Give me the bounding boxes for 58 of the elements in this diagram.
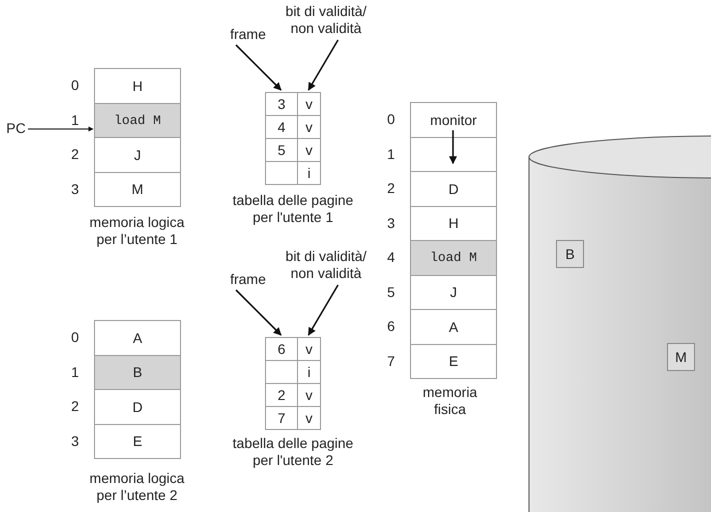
row-number: 7 bbox=[386, 352, 396, 369]
arrow bbox=[28, 126, 94, 132]
memory-cell: load M bbox=[94, 102, 181, 138]
page-table-cell: v bbox=[297, 92, 321, 116]
arrow bbox=[235, 44, 282, 91]
page-table-cell: 3 bbox=[265, 92, 298, 116]
table-caption: tabella delle pagine per l'utente 1 bbox=[232, 192, 354, 226]
memory-cell: M bbox=[94, 172, 181, 207]
row-number: 6 bbox=[386, 318, 396, 334]
row-number: 0 bbox=[70, 77, 80, 94]
memory-cell: H bbox=[94, 68, 181, 104]
memory-cell: J bbox=[94, 137, 181, 172]
page-table-cell: H bbox=[410, 206, 497, 241]
page-table-cell bbox=[265, 161, 298, 185]
row-number: 2 bbox=[70, 398, 80, 414]
row-number: 1 bbox=[70, 112, 80, 128]
page-block: M bbox=[667, 343, 695, 371]
row-number: 3 bbox=[386, 214, 396, 231]
row-number: 3 bbox=[70, 180, 80, 197]
table-caption: memoria fisica bbox=[422, 384, 478, 418]
text-label: frame bbox=[226, 25, 270, 43]
row-number: 2 bbox=[70, 146, 80, 162]
memory-cell: B bbox=[94, 354, 181, 390]
page-table-cell: D bbox=[410, 171, 497, 206]
page-block: B bbox=[556, 240, 584, 268]
arrow bbox=[235, 289, 282, 336]
page-table-cell: v bbox=[297, 337, 321, 361]
row-number: 5 bbox=[386, 284, 396, 300]
page-table-cell: v bbox=[297, 406, 321, 430]
page-table-cell: J bbox=[410, 274, 497, 310]
arrow bbox=[308, 40, 339, 91]
page-table-cell: E bbox=[410, 344, 497, 379]
page-table-cell: load M bbox=[410, 240, 497, 276]
row-number: 1 bbox=[386, 146, 396, 162]
page-table-cell bbox=[410, 136, 497, 172]
row-number: 0 bbox=[70, 329, 80, 346]
arrow bbox=[308, 284, 339, 336]
row-number: 4 bbox=[386, 249, 396, 266]
row-number: 0 bbox=[386, 111, 396, 128]
table-caption: tabella delle pagine per l'utente 2 bbox=[232, 435, 354, 469]
row-number: 1 bbox=[70, 364, 80, 380]
row-number: 3 bbox=[70, 432, 80, 449]
text-label: frame bbox=[226, 270, 270, 288]
table-caption: memoria logica per l’utente 2 bbox=[88, 470, 186, 504]
page-table-cell: 7 bbox=[265, 406, 298, 430]
memory-cell: D bbox=[94, 389, 181, 424]
row-number: 2 bbox=[386, 180, 396, 196]
page-table-cell: monitor bbox=[410, 102, 497, 138]
arrow bbox=[449, 130, 457, 164]
memory-cell: A bbox=[94, 320, 181, 356]
memory-cell: E bbox=[94, 424, 181, 459]
page-table-cell: A bbox=[410, 309, 497, 344]
text-label: bit di validità/ non validità bbox=[278, 2, 374, 38]
text-label: PC bbox=[4, 119, 28, 137]
page-table-cell: 6 bbox=[265, 337, 298, 361]
page-table-cell: i bbox=[297, 161, 321, 185]
table-caption: memoria logica per l’utente 1 bbox=[88, 214, 186, 248]
text-label: bit di validità/ non validità bbox=[278, 247, 374, 283]
